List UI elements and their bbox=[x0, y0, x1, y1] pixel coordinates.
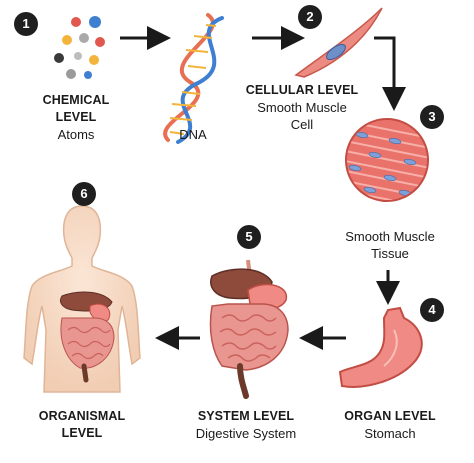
step-badge-1: 1 bbox=[14, 12, 38, 36]
stomach-icon bbox=[338, 306, 423, 388]
digestive-system-icon bbox=[209, 259, 289, 399]
organ-title: ORGAN LEVEL bbox=[344, 409, 436, 423]
system-subtitle: Digestive System bbox=[195, 426, 297, 441]
label-dna: DNA bbox=[158, 126, 228, 143]
arrow-cell-to-tissue bbox=[374, 36, 406, 111]
smooth-muscle-cell-icon bbox=[294, 7, 383, 78]
organismal-title-line-2: LEVEL bbox=[61, 426, 103, 440]
smooth-muscle-tissue-icon bbox=[345, 118, 429, 202]
chemical-subtitle: Atoms bbox=[57, 127, 95, 142]
dna-subtitle: DNA bbox=[179, 127, 207, 142]
flow-arrows bbox=[120, 26, 406, 350]
tissue-subtitle-line-2: Tissue bbox=[371, 246, 409, 261]
step-badge-3: 3 bbox=[420, 105, 444, 129]
step-badge-2: 2 bbox=[298, 5, 322, 29]
chemical-title-line-2: LEVEL bbox=[55, 110, 97, 124]
dna-icon bbox=[163, 13, 224, 144]
step-badge-4: 4 bbox=[420, 298, 444, 322]
atoms-icon bbox=[54, 16, 105, 79]
label-organismal-level: ORGANISMAL LEVEL bbox=[20, 408, 144, 442]
label-system-level: SYSTEM LEVEL Digestive System bbox=[178, 408, 314, 442]
organ-subtitle: Stomach bbox=[364, 426, 416, 441]
label-organ-level: ORGAN LEVEL Stomach bbox=[330, 408, 450, 442]
step-badge-5: 5 bbox=[237, 225, 261, 249]
cellular-subtitle-line-2: Cell bbox=[290, 117, 314, 132]
tissue-subtitle-line-1: Smooth Muscle bbox=[345, 229, 435, 244]
organismal-title-line-1: ORGANISMAL bbox=[38, 409, 126, 423]
human-body-icon bbox=[23, 205, 141, 393]
label-chemical-level: CHEMICAL LEVEL Atoms bbox=[16, 92, 136, 143]
cellular-title: CELLULAR LEVEL bbox=[245, 83, 359, 97]
step-badge-6: 6 bbox=[72, 182, 96, 206]
label-tissue: Smooth Muscle Tissue bbox=[320, 228, 460, 262]
system-title: SYSTEM LEVEL bbox=[197, 409, 295, 423]
cellular-subtitle-line-1: Smooth Muscle bbox=[257, 100, 347, 115]
label-cellular-level: CELLULAR LEVEL Smooth Muscle Cell bbox=[228, 82, 376, 133]
chemical-title-line-1: CHEMICAL bbox=[42, 93, 110, 107]
